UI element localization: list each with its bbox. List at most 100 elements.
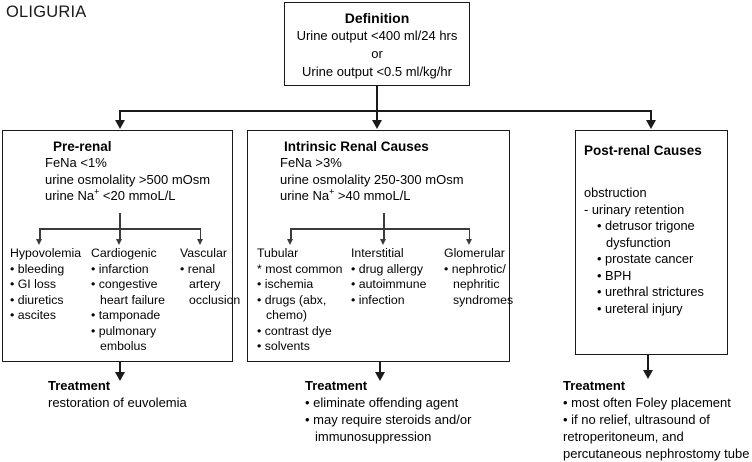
prerenal-subconnector-cardiogenic — [119, 228, 121, 240]
list-item: • infarction — [91, 261, 149, 276]
list-item-text: restoration of euvolemia — [48, 395, 187, 410]
list-item: artery — [180, 277, 240, 293]
list-item-text: drugs (abx, — [264, 292, 327, 307]
list-item: • solvents — [257, 339, 310, 353]
list-item-text: drug allergy — [358, 261, 423, 276]
arrowhead-hypovolemia — [36, 239, 43, 245]
list-item-text: detrusor trigone — [605, 218, 695, 233]
prerenal-header: Pre-renal FeNa <1% urine osmolality >500… — [3, 139, 232, 205]
intrinsic-na-prefix: urine Na — [280, 188, 330, 203]
list-item-text: nephritic — [453, 277, 500, 291]
list-item: restoration of euvolemia — [48, 394, 187, 411]
intrinsic-column-tubular-title: Tubular — [257, 246, 299, 260]
list-item-text: bleeding — [17, 261, 65, 276]
connector-branch-postrenal — [650, 109, 653, 122]
arrowhead-treatment-postrenal — [643, 370, 654, 379]
list-item-text: infection — [358, 292, 405, 307]
connector-main-bus — [119, 109, 652, 112]
list-item: • GI loss — [10, 277, 57, 291]
intrinsic-column-interstitial-list: • drug allergy • autoimmune • infection — [351, 262, 439, 309]
list-item: • prostate cancer — [597, 251, 694, 266]
arrowhead-intrinsic — [372, 120, 383, 129]
list-item-text: embolus — [100, 339, 147, 353]
prerenal-column-hypovolemia-title: Hypovolemia — [10, 246, 82, 260]
list-item-text: ascites — [17, 308, 57, 322]
list-item-text: ureteral injury — [605, 300, 683, 316]
intrinsic-box: Intrinsic Renal Causes FeNa >3% urine os… — [247, 130, 513, 362]
connector-branch-prerenal — [118, 109, 121, 122]
intrinsic-subconnector-tubular — [290, 228, 292, 240]
list-item: • most often Foley placement — [563, 395, 731, 410]
list-item: • renal — [180, 261, 216, 276]
list-item: occlusion — [180, 293, 240, 309]
list-item-text: pulmonary — [98, 323, 157, 338]
list-item: * most common — [257, 261, 343, 276]
list-item-text: solvents — [264, 339, 310, 353]
treatment-intrinsic: Treatment • eliminate offending agent • … — [305, 377, 471, 445]
list-item-text: eliminate offending agent — [313, 395, 459, 410]
intrinsic-criteria-fena: FeNa >3% — [280, 155, 342, 170]
list-item-text: ischemia — [264, 277, 314, 291]
list-item-text: BPH — [605, 267, 632, 283]
intrinsic-column-glomerular-title: Glomerular — [444, 246, 505, 260]
arrowhead-treatment-prerenal — [115, 372, 126, 381]
list-item: syndromes — [444, 293, 514, 309]
definition-line-3: Urine output <0.5 ml/kg/hr — [302, 64, 452, 79]
list-item-text: most common — [265, 261, 343, 276]
definition-line-2: or — [371, 46, 383, 61]
prerenal-column-cardiogenic-list: • infarction • congestive heart failure … — [91, 262, 179, 355]
list-item-text: congestive — [98, 277, 158, 291]
connector-postrenal-treatment — [647, 355, 650, 372]
treatment-postrenal-list: • most often Foley placement • if no rel… — [563, 394, 749, 462]
list-item: • pulmonary — [91, 323, 157, 338]
arrowhead-interstitial — [380, 239, 387, 245]
prerenal-box: Pre-renal FeNa <1% urine osmolality >500… — [2, 130, 240, 362]
intrinsic-header: Intrinsic Renal Causes FeNa >3% urine os… — [248, 139, 509, 205]
list-item-text: diuretics — [17, 292, 64, 307]
list-item-text: infarction — [98, 261, 149, 276]
arrowhead-glomerular — [465, 239, 472, 245]
list-item: • drug allergy — [351, 261, 423, 276]
treatment-prerenal-list: restoration of euvolemia — [48, 394, 187, 411]
list-item: • ureteral injury — [597, 300, 683, 316]
list-item-text: tamponade — [98, 308, 161, 322]
list-item-text: heart failure — [100, 292, 165, 307]
prerenal-column-vascular-title: Vascular — [180, 246, 227, 260]
list-item: • bleeding — [10, 261, 65, 276]
prerenal-column-vascular-list: • renal artery occlusion — [180, 262, 240, 309]
postrenal-item-list: • detrusor trigone dysfunction • prostat… — [584, 218, 729, 317]
definition-line-1: Urine output <400 ml/24 hrs — [296, 28, 458, 43]
connector-branch-intrinsic — [376, 109, 379, 122]
arrowhead-vascular — [196, 239, 203, 245]
postrenal-header: Post-renal Causes — [576, 143, 727, 159]
definition-title: Definition — [344, 10, 410, 26]
prerenal-criteria-osmolality: urine osmolality >500 mOsm — [45, 171, 211, 187]
prerenal-subconnector-hypovolemia — [39, 228, 41, 240]
prerenal-column-hypovolemia-list: • bleeding • GI loss • diuretics • ascit… — [10, 262, 90, 324]
list-item-text: if no relief, ultrasound of — [571, 412, 710, 427]
arrowhead-tubular — [287, 239, 294, 245]
list-item-text: occlusion — [189, 292, 241, 307]
list-item-text: renal — [187, 261, 216, 276]
connector-definition-stem — [376, 86, 379, 111]
list-item: dysfunction — [597, 235, 729, 252]
postrenal-content: obstruction - urinary retention • detrus… — [584, 185, 729, 317]
intrinsic-title: Intrinsic Renal Causes — [284, 139, 429, 154]
intrinsic-column-interstitial-title: Interstitial — [351, 246, 404, 260]
list-item-text: contrast dye — [264, 323, 332, 338]
list-item-text: percutaneous nephrostomy tube — [563, 446, 750, 461]
list-item: immunosuppression — [305, 428, 471, 445]
list-item-text: retroperitoneum, and — [563, 429, 684, 444]
postrenal-box: Post-renal Causes obstruction - urinary … — [575, 130, 728, 355]
intrinsic-column-interstitial: Interstitial • drug allergy • autoimmune… — [351, 246, 439, 308]
prerenal-na-superscript: + — [94, 186, 100, 197]
list-item-text: syndromes — [453, 292, 514, 307]
treatment-intrinsic-list: • eliminate offending agent • may requir… — [305, 394, 471, 445]
list-item: • BPH — [597, 267, 632, 283]
arrowhead-postrenal — [646, 120, 657, 129]
prerenal-subconnector-stem — [119, 213, 121, 229]
list-item: • congestive — [91, 277, 158, 291]
treatment-prerenal-title: Treatment — [48, 378, 111, 393]
list-item: • if no relief, ultrasound of — [563, 412, 710, 427]
